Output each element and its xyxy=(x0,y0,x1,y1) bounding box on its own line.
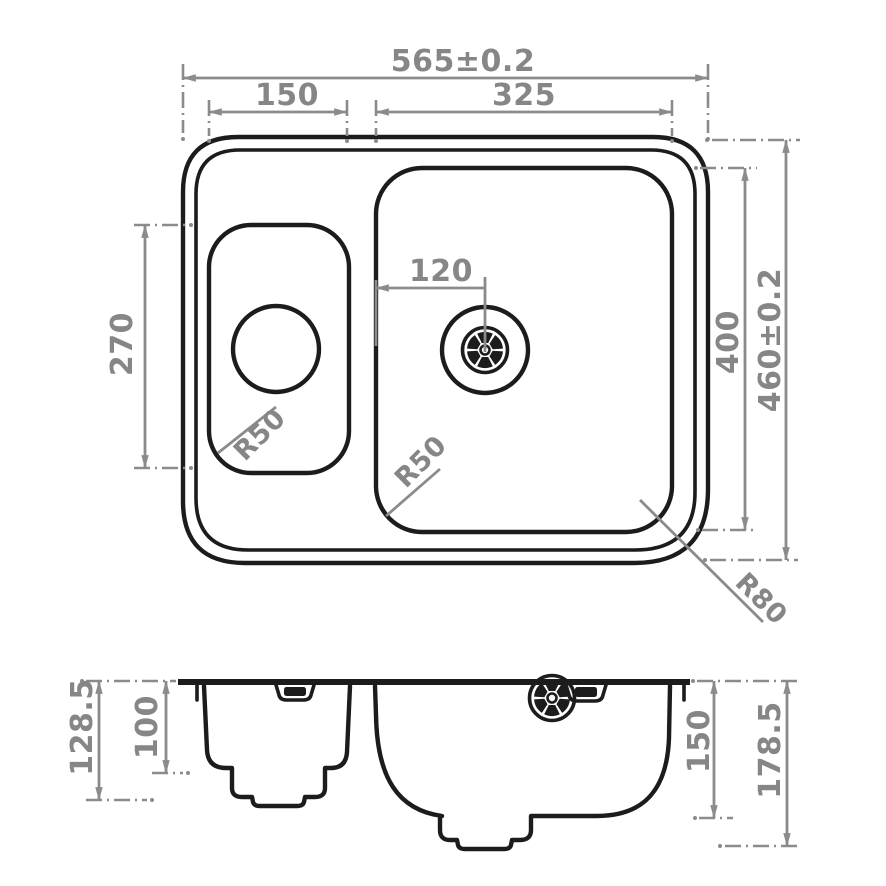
dim-left-bowl-depth: 100 xyxy=(130,680,190,775)
dim-label-left-bowl-depth: 100 xyxy=(130,695,165,759)
dim-right-bowl-depth: 150 xyxy=(682,679,800,820)
sink-outer-edge xyxy=(180,134,711,566)
dim-overall-width: 565±0.2 xyxy=(181,44,710,141)
right-overflow-clip xyxy=(564,683,608,703)
dim-left-bowl-width: 150 xyxy=(207,78,349,143)
dim-label-right-bowl-overall-depth: 178.5 xyxy=(753,701,788,798)
left-overflow-clip xyxy=(274,683,316,702)
radius-right-bowl: R50 xyxy=(385,430,453,518)
dim-label-right-bowl-depth: 150 xyxy=(682,709,717,773)
radius-left-bowl: R50 xyxy=(217,403,292,467)
left-bowl-profile xyxy=(201,683,353,809)
dim-label-left-bowl-length: 270 xyxy=(105,312,140,376)
dim-label-left-bowl-overall-depth: 128.5 xyxy=(65,678,100,775)
right-bowl-outline xyxy=(373,165,675,535)
dim-right-bowl-overall-depth: 178.5 xyxy=(718,680,800,848)
dim-drain-offset: 120 xyxy=(374,254,487,352)
dim-right-bowl-width: 325 xyxy=(374,78,674,143)
left-drain xyxy=(230,303,577,723)
top-view: 565±0.2 150 325 120 270 xyxy=(105,44,800,723)
dim-label-overall-depth: 460±0.2 xyxy=(753,268,788,412)
dim-label-drain-offset: 120 xyxy=(409,254,473,289)
dim-left-bowl-overall-depth: 128.5 xyxy=(65,678,176,802)
dim-label-overall-width: 565±0.2 xyxy=(391,44,535,79)
dim-left-bowl-length: 270 xyxy=(105,223,193,470)
right-bowl-profile xyxy=(372,683,673,852)
radius-outer-corner: R80 xyxy=(639,499,793,631)
radius-label-left-bowl: R50 xyxy=(228,403,292,467)
dim-label-right-bowl-width: 325 xyxy=(492,78,556,113)
dim-label-left-bowl-width: 150 xyxy=(255,78,319,113)
sink-rim-profile xyxy=(178,679,690,685)
dim-label-right-bowl-length: 400 xyxy=(711,310,746,374)
dim-right-bowl-length: 400 xyxy=(694,166,757,532)
front-section-view: 128.5 100 150 178.5 xyxy=(65,678,800,852)
sink-inner-edge xyxy=(194,148,697,552)
dim-overall-depth: 460±0.2 xyxy=(703,138,800,562)
left-bowl-outline xyxy=(206,222,352,476)
